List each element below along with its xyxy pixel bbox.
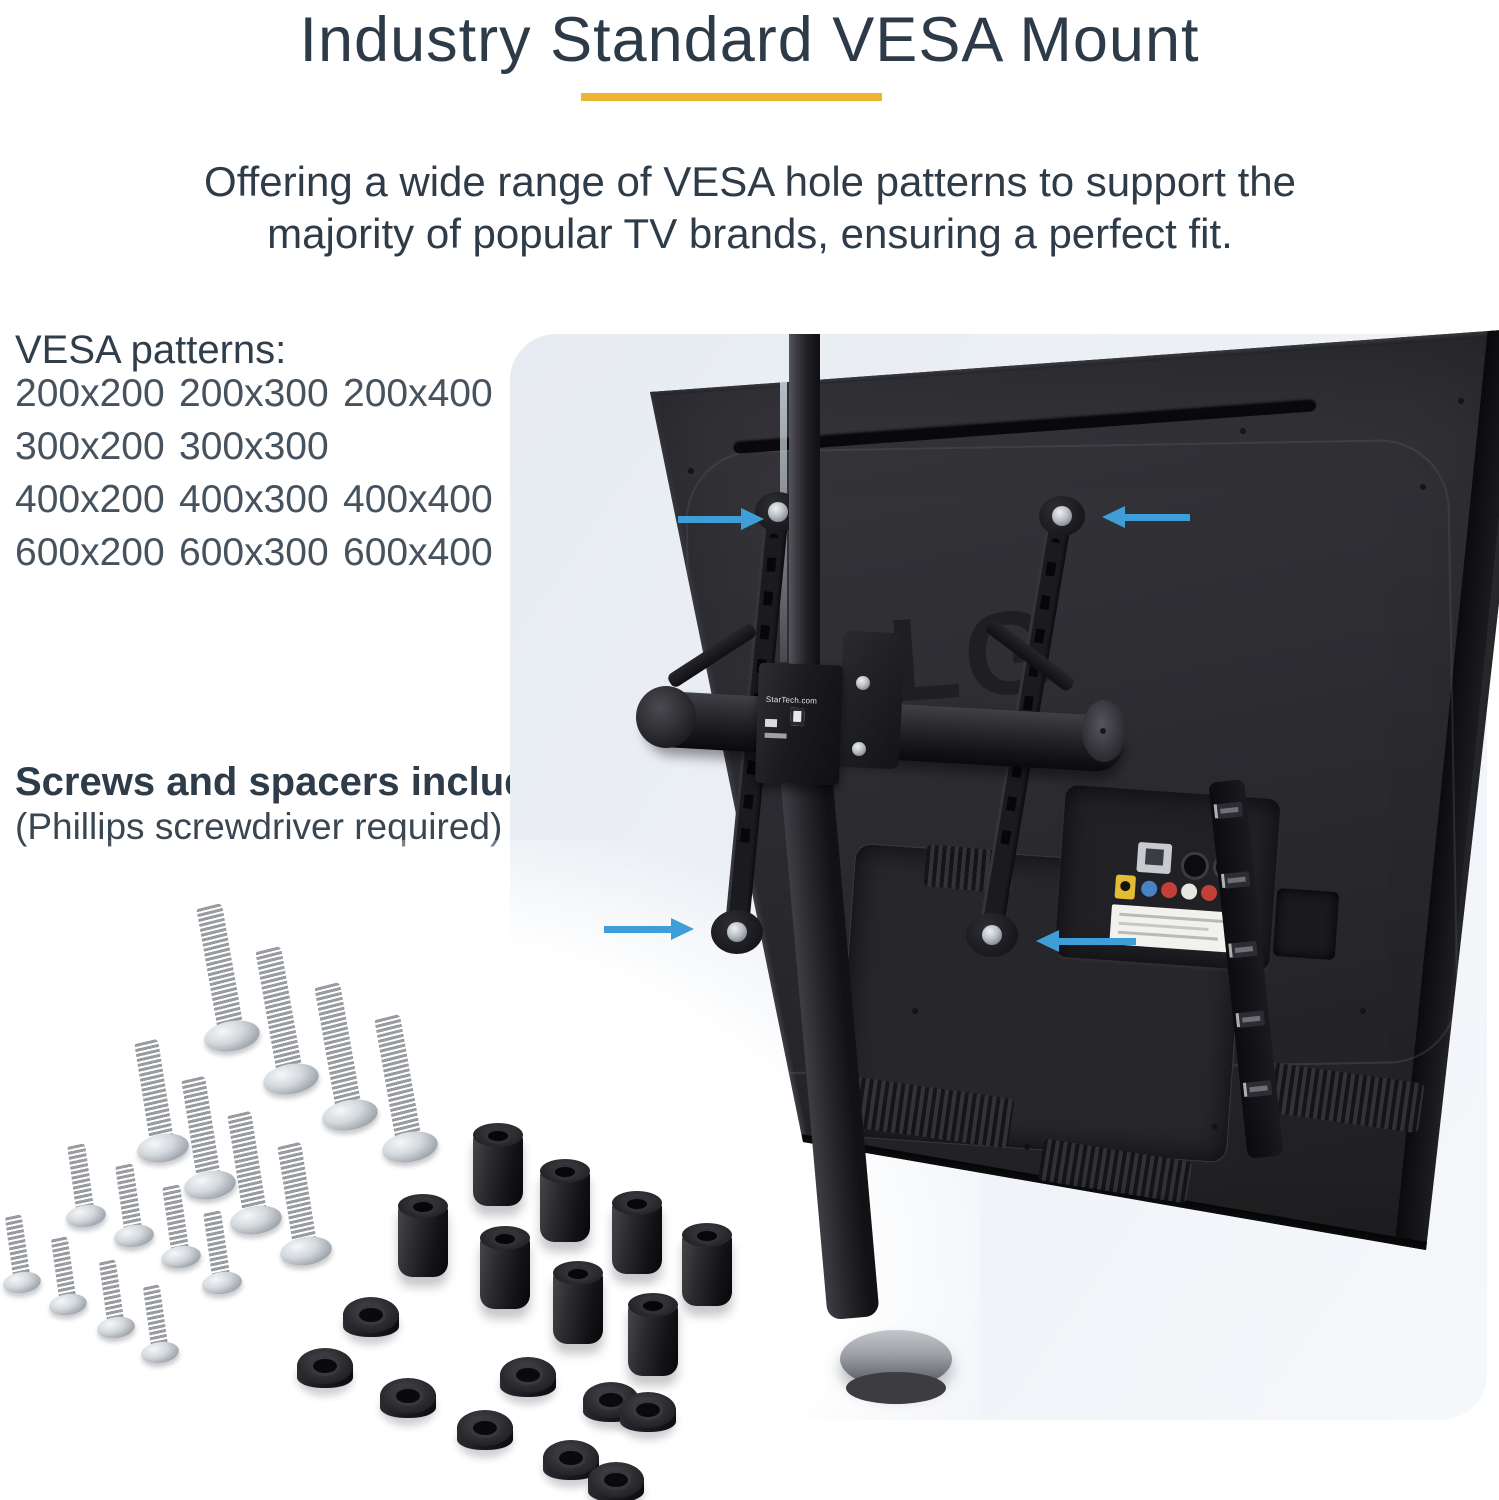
tall-spacer xyxy=(612,1191,662,1274)
vesa-pattern: 600x400 xyxy=(343,531,493,574)
callout-arrow-top-left xyxy=(678,508,764,530)
tall-spacer xyxy=(682,1223,732,1306)
ring-spacer xyxy=(343,1297,399,1341)
hinge-screw xyxy=(852,742,866,756)
vesa-pattern: 400x400 xyxy=(343,478,493,521)
ring-spacer xyxy=(588,1462,644,1500)
title-underline-accent xyxy=(581,93,882,101)
callout-arrow-bottom-left xyxy=(604,918,694,940)
mounting-screw xyxy=(56,1141,108,1230)
mounting-screw xyxy=(40,1234,89,1318)
arm-screw xyxy=(1052,506,1072,526)
ring-spacer xyxy=(620,1392,676,1436)
vesa-pattern: 400x200 xyxy=(15,478,165,521)
ring-spacer xyxy=(457,1410,513,1454)
mounting-screw xyxy=(88,1257,137,1341)
callout-arrow-top-right xyxy=(1102,506,1190,528)
subtitle-line-2: majority of popular TV brands, ensuring … xyxy=(267,210,1233,257)
tall-spacer xyxy=(473,1123,523,1206)
ring-spacer xyxy=(380,1378,436,1422)
mounting-screw xyxy=(263,1139,334,1269)
tall-spacer xyxy=(398,1194,448,1277)
subtitle: Offering a wide range of VESA hole patte… xyxy=(75,156,1425,260)
vesa-pattern: 200x300 xyxy=(179,372,329,415)
vesa-pattern: 600x200 xyxy=(15,531,165,574)
vesa-pattern: 200x400 xyxy=(343,372,493,415)
arm-screw xyxy=(727,922,747,942)
ceiling-mount-pole xyxy=(789,334,820,668)
ring-spacer xyxy=(543,1440,599,1484)
mounting-screw xyxy=(104,1161,156,1250)
crossbar-left-cap xyxy=(636,686,696,748)
ring-spacer xyxy=(500,1357,556,1401)
subtitle-line-1: Offering a wide range of VESA hole patte… xyxy=(204,158,1296,205)
hinge-screw xyxy=(856,676,870,690)
vesa-patterns-label: VESA patterns: xyxy=(15,328,287,372)
vesa-pattern: 600x300 xyxy=(179,531,329,574)
vesa-pattern: 300x300 xyxy=(179,425,329,468)
arm-screw xyxy=(768,502,788,522)
tall-spacer xyxy=(628,1293,678,1376)
included-hardware-note: Screws and spacers included xyxy=(15,760,576,804)
tall-spacer xyxy=(553,1261,603,1344)
tall-spacer xyxy=(540,1159,590,1242)
mounting-screw xyxy=(359,1011,441,1167)
crossbar-cap-screw xyxy=(1100,728,1106,734)
mounting-screw xyxy=(132,1282,181,1366)
vesa-pattern: 200x200 xyxy=(15,372,165,415)
tall-spacer xyxy=(480,1226,530,1309)
callout-arrow-bottom-right xyxy=(1036,930,1136,952)
vesa-pattern: 300x200 xyxy=(15,425,165,468)
ring-spacer xyxy=(297,1348,353,1392)
page-title: Industry Standard VESA Mount xyxy=(299,5,1200,75)
pole-cup-shadow xyxy=(846,1372,946,1404)
mounting-screw xyxy=(0,1212,43,1296)
vesa-pattern: 400x300 xyxy=(179,478,329,521)
arm-screw xyxy=(982,925,1002,945)
vesa-patterns-grid: 200x200 200x300 200x400 300x200 300x300 … xyxy=(15,372,507,584)
